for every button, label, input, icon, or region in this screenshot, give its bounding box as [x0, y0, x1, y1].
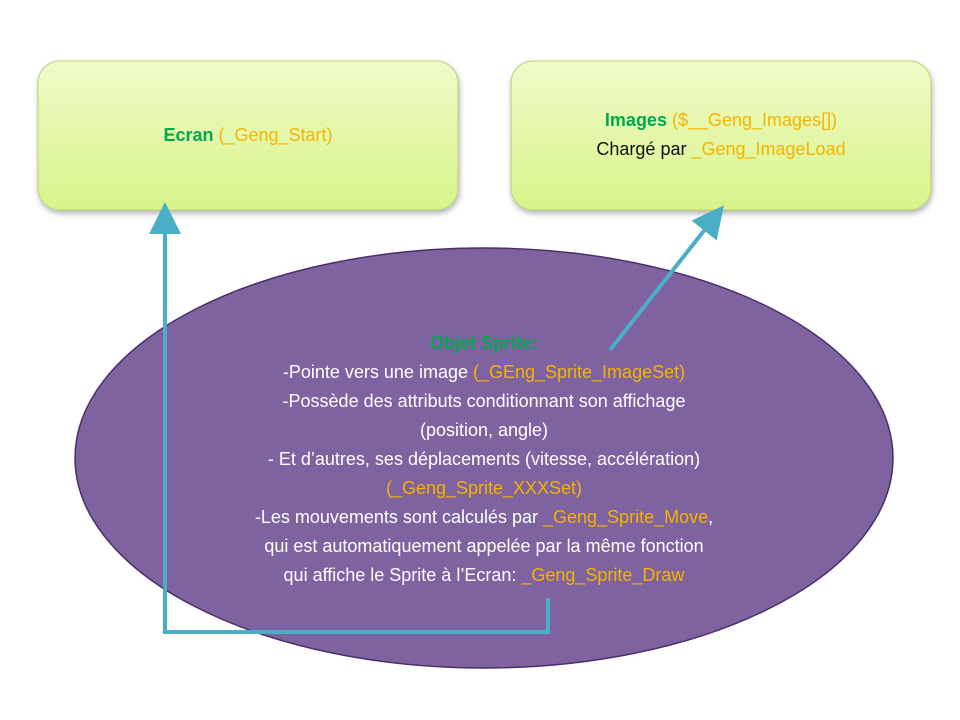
- images-title: Images: [604, 110, 667, 130]
- sprite-code: _Geng_Sprite_Move: [543, 507, 709, 527]
- sprite-line: -Possède des attributs conditionnant son…: [282, 391, 686, 411]
- images-loader-text: Chargé par: [596, 139, 692, 159]
- ecran-code: (_Geng_Start): [213, 125, 333, 145]
- sprite-code: (_GEng_Sprite_ImageSet): [472, 362, 686, 382]
- sprite-line: -Les mouvements sont calculés par: [254, 507, 543, 527]
- arrow-to-ecran: [149, 202, 550, 634]
- images-loader-code: _Geng_ImageLoad: [691, 139, 846, 159]
- images-code: ($__Geng_Images[]): [666, 110, 838, 130]
- sprite-code: _Geng_Sprite_Draw: [521, 565, 685, 585]
- sprite-title: Objet Sprite:: [429, 333, 538, 353]
- sprite-line: qui est automatiquement appelée par la m…: [264, 536, 704, 556]
- arrow-to-images: [608, 205, 724, 352]
- sprite-code: (_Geng_Sprite_XXXSet): [385, 478, 583, 498]
- sprite-line: ,: [708, 507, 714, 527]
- ecran-box: [37, 60, 459, 211]
- sprite-line: qui affiche le Sprite à l’Ecran:: [283, 565, 522, 585]
- ecran-label: Ecran (_Geng_Start): [38, 121, 458, 150]
- sprite-line: (position, angle): [419, 420, 549, 440]
- ecran-title: Ecran: [163, 125, 214, 145]
- sprite-description: Objet Sprite: -Pointe vers une image (_G…: [84, 329, 884, 590]
- sprite-line: -Pointe vers une image: [282, 362, 473, 382]
- sprite-line: - Et d’autres, ses déplacements (vitesse…: [267, 449, 701, 469]
- sprite-ellipse: [74, 247, 894, 669]
- images-label: Images ($__Geng_Images[]) Chargé par _Ge…: [511, 106, 931, 164]
